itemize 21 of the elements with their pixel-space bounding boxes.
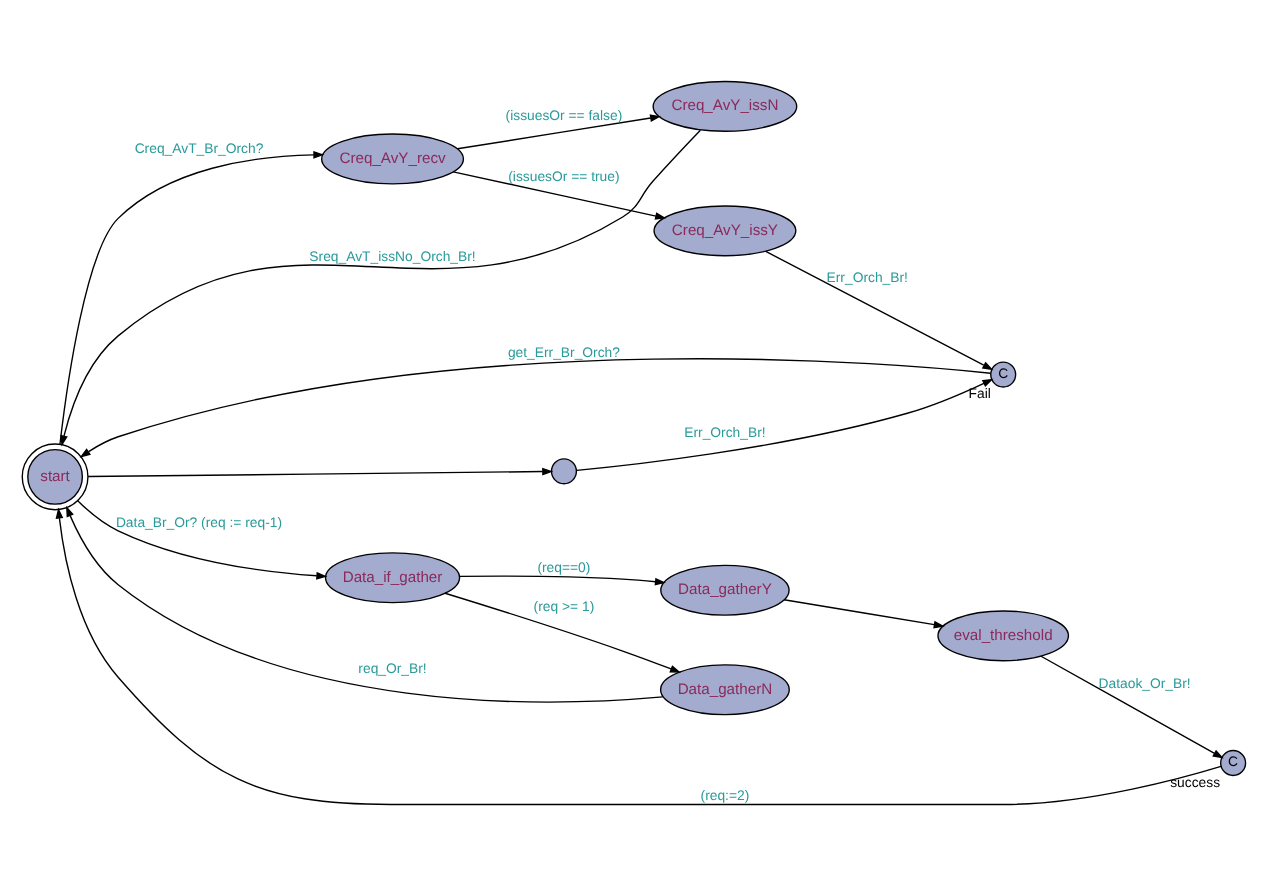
arrow [66, 505, 664, 703]
arrow [452, 171, 667, 220]
node-ellipse: eval_threshold [937, 610, 1070, 662]
node-ellipse: Creq_AvY_issN [652, 80, 798, 132]
arrow [87, 467, 554, 478]
arrow [55, 507, 1222, 806]
arrow [60, 129, 702, 447]
arrow [783, 599, 945, 629]
node-ellipse: Data_gatherY [660, 564, 790, 616]
arrow [79, 358, 992, 458]
arrow [1040, 655, 1224, 759]
arrow [59, 151, 325, 445]
arrow [765, 250, 994, 371]
node-ellipse: Creq_AvY_recv [321, 133, 465, 185]
node-ellipse: Data_if_gather [324, 552, 461, 604]
arrow [458, 575, 666, 586]
arrow [77, 500, 328, 580]
arrow [576, 378, 994, 471]
arrow [444, 592, 681, 673]
node-circle [550, 458, 578, 485]
arrow [456, 114, 662, 150]
